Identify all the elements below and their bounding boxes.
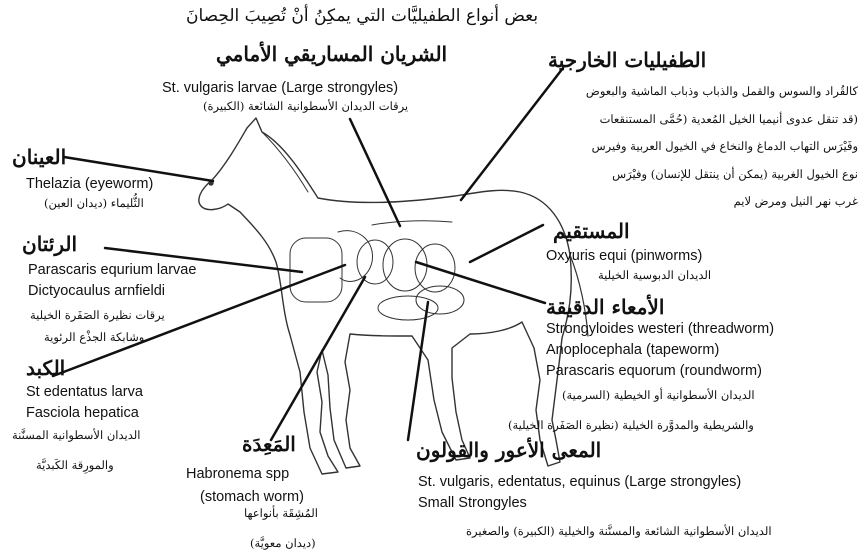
external-heading: الطفيليات الخارجية [548,48,706,72]
stomach-arabic: (ديدان معويَّة) [250,536,316,550]
small-intestine-english: Strongyloides westeri (threadworm) [546,321,774,337]
artery-english: St. vulgaris larvae (Large strongyles) [162,80,398,96]
stomach-heading: المَعِدَة [242,432,296,456]
small-intestine-heading: الأمعاء الدقيقة [546,295,664,319]
artery-arabic: يرقات الديدان الأسطوانية الشائعة (الكبير… [203,99,408,113]
external-line: وفَيْرَس التهاب الدماغ والنخاع في الخيول… [522,133,858,161]
leader-rectum [470,225,543,262]
rectum-arabic: الديدان الدبوسية الخيلية [598,268,711,282]
lungs-arabic: وشابكة الجذْع الرئوية [44,330,144,344]
eyes-english: Thelazia (eyeworm) [26,176,153,192]
leader-stomach [271,277,365,440]
cecum-colon-english: Small Strongyles [418,495,527,511]
lungs-heading: الرئتان [22,232,77,256]
cecum-colon-arabic: الديدان الأسطوانية الشائعة والمسنَّنة وا… [466,524,772,538]
leader-cecum [408,302,428,440]
rectum-heading: المستقيم [553,219,630,243]
small-intestine-english: Parascaris equorum (roundworm) [546,363,762,379]
liver-arabic: الديدان الأسطوانية المسنَّنة [12,428,140,442]
small-intestine-arabic: الديدان الأسطوانية أو الخيطية (السرمية) [562,388,755,402]
liver-english: St edentatus larva [26,384,143,400]
lungs-english: Parascaris equrium larvae [28,262,196,278]
stomach-english: (stomach worm) [200,489,304,505]
eyes-heading: العينان [12,145,66,169]
external-line: (قد تنقل عدوى أنيميا الخيل المُعدية (حُم… [522,106,858,134]
rectum-english: Oxyuris equi (pinworms) [546,248,702,264]
small-intestine-english: Anoplocephala (tapeworm) [546,342,719,358]
liver-heading: الكبد [26,356,65,380]
external-line: غرب نهر النيل ومرض لايم [522,188,858,216]
external-lines: كالقُراد والسوس والقمل والذباب وذباب الم… [522,78,858,216]
stomach-english: Habronema spp [186,466,289,482]
leader-artery [350,119,400,226]
leader-small-intestine [416,262,545,303]
external-line: نوع الخيول الغربية (يمكن أن ينتقل للإنسا… [522,161,858,189]
small-intestine-arabic: والشريطية والمدوَّرة الخيلية (نظيرة الصَ… [508,418,754,432]
artery-heading: الشريان المساريقي الأمامي [216,42,447,66]
liver-arabic: والمورِقة الكَبديَّة [36,458,114,472]
cecum-colon-english: St. vulgaris, edentatus, equinus (Large … [418,474,741,490]
eyes-arabic: الثُّليماء (ديدان العين) [44,196,144,210]
page-title: بعض أنواع الطفيليَّات التي يمكِنُ أنْ تُ… [186,6,538,26]
liver-english: Fasciola hepatica [26,405,139,421]
lungs-english: Dictyocaulus arnfieldi [28,283,165,299]
stomach-arabic: المُشِقَة بأنواعها [244,506,318,520]
lungs-arabic: يرقات نظيرة الصَفَرة الخيلية [30,308,165,322]
cecum-colon-heading: المعى الأعور والقولون [416,438,601,462]
external-line: كالقُراد والسوس والقمل والذباب وذباب الم… [522,78,858,106]
